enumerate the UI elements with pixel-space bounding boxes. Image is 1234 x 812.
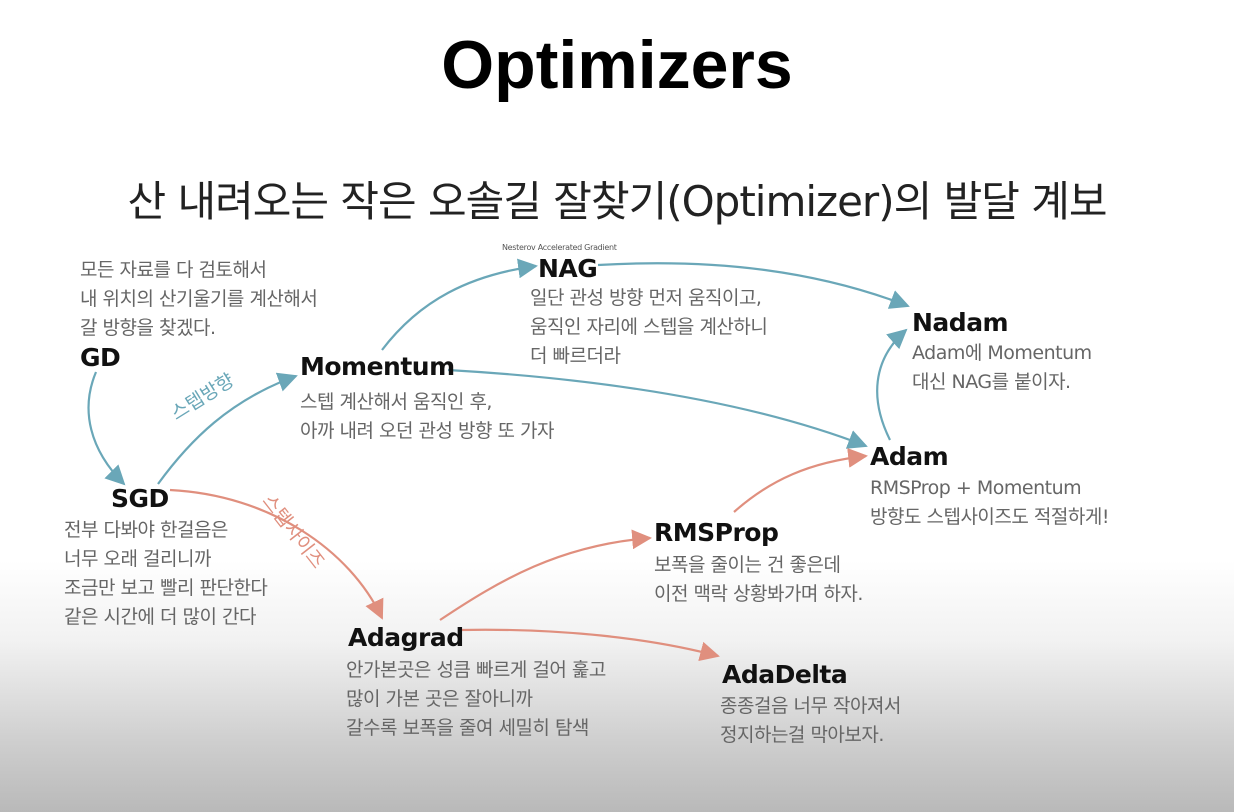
node-gd: GD [80,343,121,372]
sgd-desc-line: 너무 오래 걸리니까 [64,548,211,570]
adam-desc-line: 방향도 스텝사이즈도 적절하게! [870,506,1109,528]
node-nag: NAG [538,254,598,283]
node-rmsprop: RMSProp [654,518,779,547]
rmsprop-description: 보폭을 줄이는 건 좋은데 이전 맥락 상황봐가며 하자. [654,551,863,609]
rmsprop-desc-line: 보폭을 줄이는 건 좋은데 [654,554,841,576]
nadam-description: Adam에 Momentum 대신 NAG를 붙이자. [912,339,1092,397]
nag-desc-line: 더 빠르더라 [530,345,621,367]
adagrad-desc-line: 많이 가본 곳은 잘아니까 [346,688,533,710]
adadelta-description: 종종걸음 너무 작아져서 정지하는걸 막아보자. [720,692,901,750]
gd-desc-line: 내 위치의 산기울기를 계산해서 [80,288,318,310]
adagrad-desc-line: 갈수록 보폭을 줄여 세밀히 탐색 [346,717,589,739]
arrow-nag-nadam [597,262,910,309]
arrow-momentum-nag [381,258,538,351]
momentum-description: 스텝 계산해서 움직인 후, 아까 내려 오던 관성 방향 또 가자 [300,388,554,446]
arrow-adagrad-rmsprop [439,529,652,621]
momentum-desc-line: 스텝 계산해서 움직인 후, [300,391,492,413]
node-momentum: Momentum [300,352,455,381]
gd-description: 모든 자료를 다 검토해서 내 위치의 산기울기를 계산해서 갈 방향을 찾겠다… [80,256,318,343]
rmsprop-desc-line: 이전 맥락 상황봐가며 하자. [654,583,863,605]
nag-description: 일단 관성 방향 먼저 움직이고, 움직인 자리에 스텝을 계산하니 더 빠르더… [530,284,768,371]
arrow-gd-sgd [87,371,126,486]
arrow-rmsprop-adam [733,448,868,513]
sgd-description: 전부 다봐야 한걸음은 너무 오래 걸리니까 조금만 보고 빨리 판단한다 같은… [64,516,268,632]
arrow-sgd-momentum [157,372,298,485]
node-adadelta: AdaDelta [722,660,848,689]
adam-description: RMSProp + Momentum 방향도 스텝사이즈도 적절하게! [870,474,1109,532]
nag-desc-line: 일단 관성 방향 먼저 움직이고, [530,287,762,309]
sgd-desc-line: 조금만 보고 빨리 판단한다 [64,577,268,599]
nag-fullname: Nesterov Accelerated Gradient [502,243,617,252]
nadam-desc-line: Adam에 Momentum [912,342,1092,364]
node-sgd: SGD [111,484,169,513]
adagrad-description: 안가본곳은 성큼 빠르게 걸어 훑고 많이 가본 곳은 잘아니까 갈수록 보폭을… [346,656,606,743]
page-title: Optimizers [441,27,793,103]
arrow-sgd-adagrad [169,488,384,620]
arrow-adagrad-adadelta [459,628,720,662]
momentum-desc-line: 아까 내려 오던 관성 방향 또 가자 [300,420,554,442]
adadelta-desc-line: 종종걸음 너무 작아져서 [720,695,901,717]
adam-desc-line: RMSProp + Momentum [870,477,1082,499]
adadelta-desc-line: 정지하는걸 막아보자. [720,724,884,746]
gd-desc-line: 갈 방향을 찾겠다. [80,317,216,339]
node-adam: Adam [870,442,949,471]
nadam-desc-line: 대신 NAG를 붙이자. [912,371,1071,393]
sgd-desc-line: 전부 다봐야 한걸음은 [64,519,228,541]
adagrad-desc-line: 안가본곳은 성큼 빠르게 걸어 훑고 [346,659,606,681]
gd-desc-line: 모든 자료를 다 검토해서 [80,259,267,281]
sgd-desc-line: 같은 시간에 더 많이 간다 [64,606,256,628]
arrow-adam-nadam [876,328,908,441]
nag-desc-line: 움직인 자리에 스텝을 계산하니 [530,316,768,338]
page-subtitle: 산 내려오는 작은 오솔길 잘찾기(Optimizer)의 발달 계보 [127,177,1108,226]
arrow-momentum-adam [447,368,868,449]
node-adagrad: Adagrad [348,623,464,652]
node-nadam: Nadam [912,308,1009,337]
